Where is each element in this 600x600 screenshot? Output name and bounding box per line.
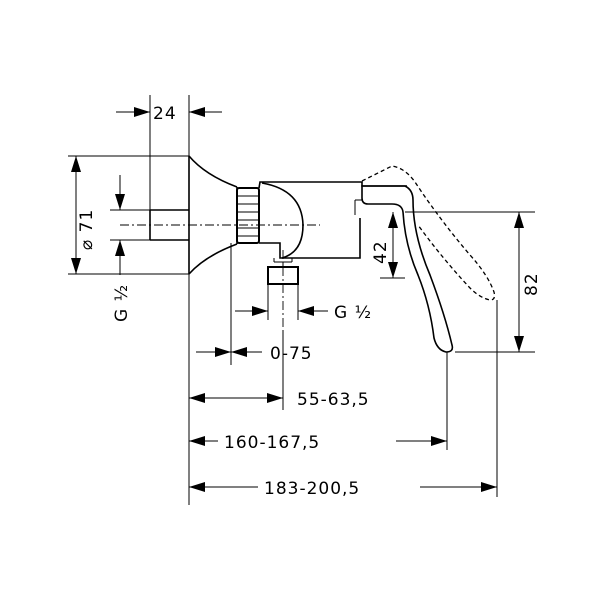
- dim-body-depth-label: 55-63,5: [297, 390, 370, 410]
- lever-handle-open-position: [361, 165, 496, 301]
- dim-lever-depth-label: 160-167,5: [224, 433, 320, 453]
- dim-adjust-range: 0-75: [196, 344, 313, 364]
- dim-diameter-label: ⌀ 71: [77, 209, 97, 250]
- lever-handle: [361, 185, 454, 353]
- dim-inlet-thread-label: G ½: [112, 284, 132, 322]
- extension-lines: [68, 95, 535, 505]
- dim-outlet-thread-label: G ½: [334, 303, 372, 323]
- dim-total-depth: 183-200,5: [189, 479, 497, 499]
- escutcheon: [188, 155, 238, 275]
- dim-inlet-thread: G ½: [112, 175, 132, 322]
- dim-total-depth-label: 183-200,5: [264, 479, 360, 499]
- dim-total-height-label: 82: [522, 272, 542, 296]
- dim-body-depth: 55-63,5: [189, 390, 370, 410]
- dim-diameter: ⌀ 71: [71, 156, 97, 274]
- dim-total-height: 82: [514, 212, 542, 352]
- dim-outlet-thread: G ½: [235, 303, 372, 323]
- knurled-nut: [236, 187, 260, 244]
- dim-lever-height-label: 42: [371, 240, 391, 264]
- dim-lever-height: 42: [371, 212, 398, 278]
- dim-wall-depth-label: 24: [153, 104, 177, 124]
- dim-lever-depth: 160-167,5: [189, 433, 447, 453]
- dim-wall-depth: 24: [116, 104, 222, 124]
- dim-adjust-range-label: 0-75: [270, 344, 313, 364]
